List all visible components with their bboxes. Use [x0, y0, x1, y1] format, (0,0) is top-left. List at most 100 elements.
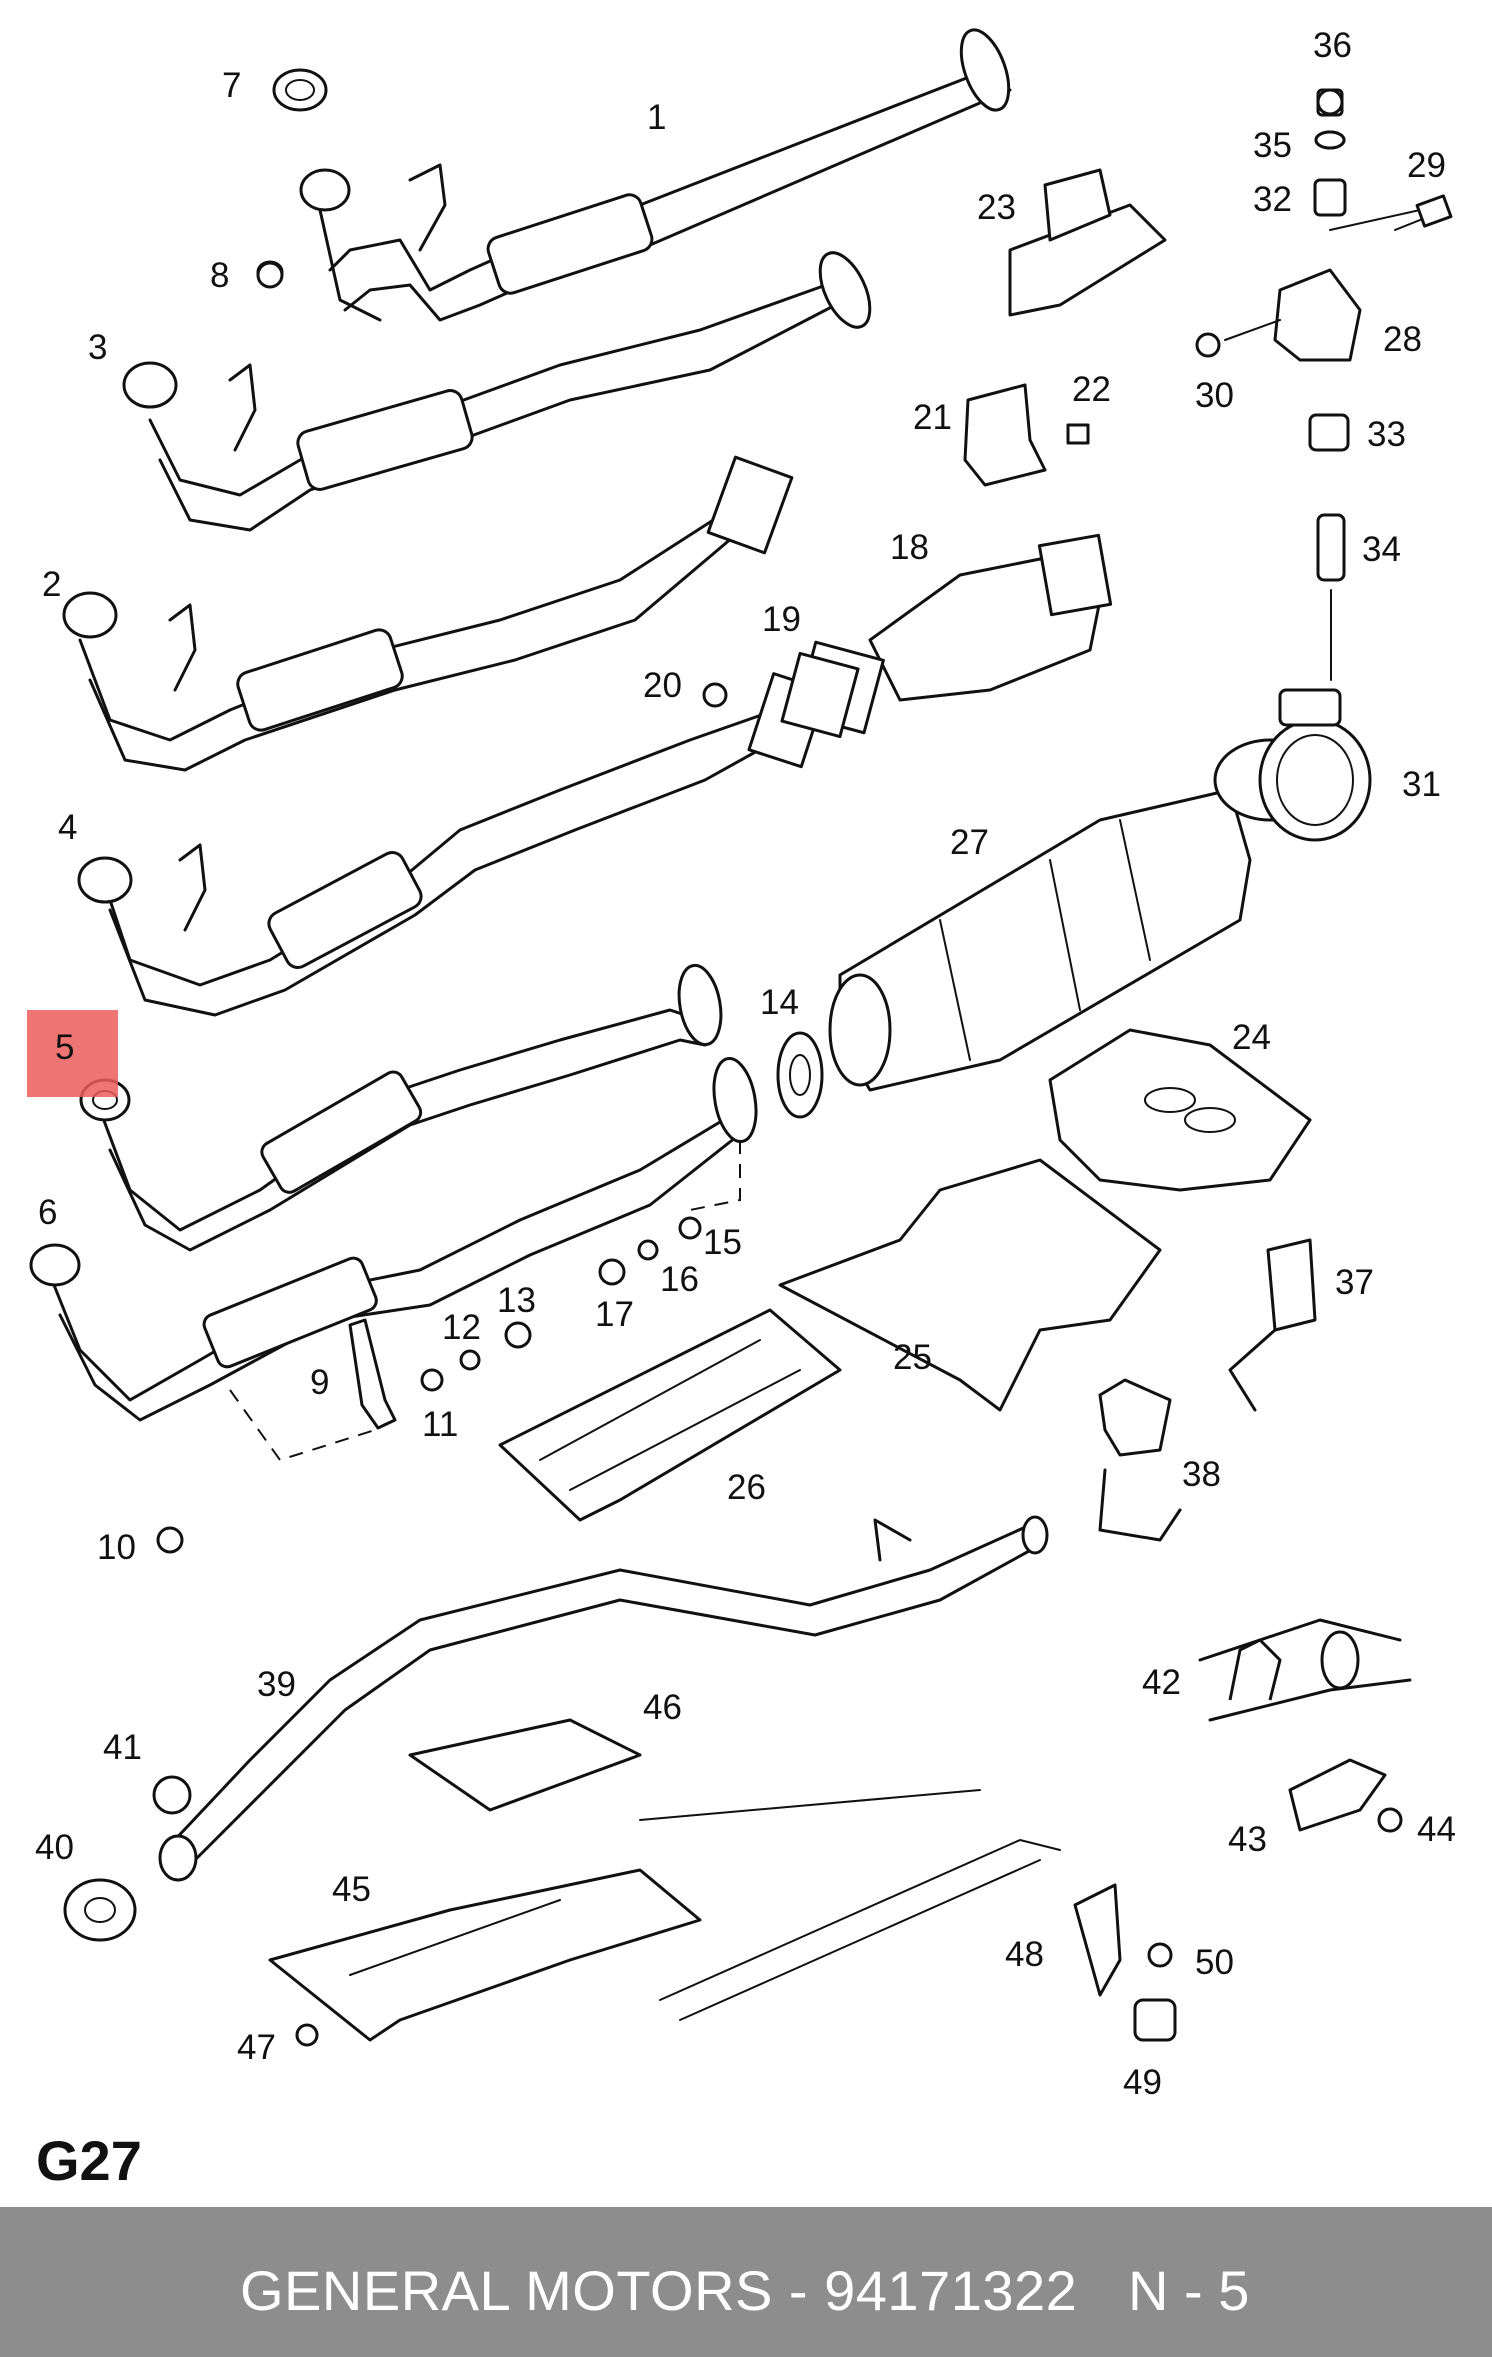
callout-48[interactable]: 48 [1005, 1935, 1044, 1974]
callout-2[interactable]: 2 [42, 565, 62, 604]
part-12-washer [459, 1349, 481, 1371]
callout-38[interactable]: 38 [1182, 1455, 1221, 1494]
part-5-pipe-assembly [79, 963, 723, 1252]
callout-1[interactable]: 1 [647, 98, 667, 137]
callout-24[interactable]: 24 [1232, 1018, 1271, 1057]
callout-36[interactable]: 36 [1313, 26, 1352, 65]
callout-50[interactable]: 50 [1195, 1943, 1234, 1982]
part-30-nut [1195, 332, 1221, 358]
callout-34[interactable]: 34 [1362, 530, 1401, 569]
part-16-washer [637, 1239, 659, 1261]
page-code: G27 [36, 2129, 142, 2192]
footer-reference: N - 5 [1128, 2259, 1250, 2322]
callout-46[interactable]: 46 [643, 1688, 682, 1727]
part-44-nut [1377, 1807, 1403, 1833]
part-9-bracket [229, 1318, 397, 1462]
callout-26[interactable]: 26 [727, 1468, 766, 1507]
part-21-bracket [963, 383, 1047, 487]
callout-13[interactable]: 13 [497, 1281, 536, 1320]
small-fasteners [152, 88, 1403, 2047]
callout-30[interactable]: 30 [1195, 376, 1234, 415]
callout-25[interactable]: 25 [893, 1338, 932, 1377]
part-1-front-pipe [256, 28, 1012, 322]
callout-22[interactable]: 22 [1072, 370, 1111, 409]
callout-31[interactable]: 31 [1402, 765, 1441, 804]
callout-12[interactable]: 12 [442, 1308, 481, 1347]
callout-35[interactable]: 35 [1253, 126, 1292, 165]
part-3-pipe-assembly [122, 251, 872, 532]
part-35-washer [1314, 130, 1346, 150]
part-34-sleeve [1316, 513, 1346, 681]
part-6-pipe-assembly [29, 1056, 758, 1422]
callout-3[interactable]: 3 [88, 328, 108, 367]
callout-7[interactable]: 7 [222, 66, 242, 105]
callout-23[interactable]: 23 [977, 188, 1016, 227]
callout-11[interactable]: 11 [422, 1405, 459, 1444]
callout-6[interactable]: 6 [38, 1193, 58, 1232]
callout-43[interactable]: 43 [1228, 1820, 1267, 1859]
callout-47[interactable]: 47 [237, 2028, 276, 2067]
part-40-seal [63, 1878, 137, 1942]
part-18-catalytic-converter [794, 533, 1113, 735]
callout-5[interactable]: 5 [55, 1028, 75, 1067]
part-39-tail-pipe [158, 1515, 1049, 1882]
part-2-pipe-assembly [62, 455, 794, 772]
callout-49[interactable]: 49 [1123, 2063, 1162, 2102]
part-36-nut [1316, 88, 1344, 116]
part-17-nut [598, 1258, 626, 1286]
part-37-bracket [1228, 1238, 1317, 1412]
callout-29[interactable]: 29 [1407, 146, 1446, 185]
callout-16[interactable]: 16 [660, 1260, 699, 1299]
callout-9[interactable]: 9 [310, 1363, 330, 1402]
callout-5-highlight [27, 1010, 118, 1097]
callout-28[interactable]: 28 [1383, 320, 1422, 359]
callout-21[interactable]: 21 [913, 398, 952, 437]
callout-44[interactable]: 44 [1417, 1810, 1456, 1849]
part-50-bolt [1147, 1942, 1173, 1968]
callout-45[interactable]: 45 [332, 1870, 371, 1909]
part-10-bolt [156, 1526, 184, 1554]
callout-42[interactable]: 42 [1142, 1663, 1181, 1702]
part-19-gasket [780, 651, 860, 739]
part-42-u-clamp [1198, 1618, 1412, 1722]
callout-15[interactable]: 15 [703, 1223, 742, 1262]
part-20-nut [702, 682, 728, 708]
callout-32[interactable]: 32 [1253, 180, 1292, 219]
part-25-heat-shield [778, 1158, 1162, 1412]
exhaust-parts-diagram [29, 28, 1453, 2047]
part-41-nut [152, 1775, 192, 1815]
callout-39[interactable]: 39 [257, 1665, 296, 1704]
callout-20[interactable]: 20 [643, 666, 682, 705]
part-45-heat-shield [268, 1868, 702, 2042]
callout-19[interactable]: 19 [762, 600, 801, 639]
callout-37[interactable]: 37 [1335, 1263, 1374, 1302]
part-26-heat-shield [498, 1308, 842, 1522]
part-23-heat-shield [1008, 168, 1167, 317]
callout-27[interactable]: 27 [950, 823, 989, 862]
part-8-nut [256, 261, 284, 289]
part-31-clamp [1258, 688, 1372, 842]
part-48-heat-shield [639, 1789, 1122, 2021]
part-11-washer [420, 1368, 444, 1392]
part-49-rubber-mount [1133, 1998, 1177, 2042]
callout-17[interactable]: 17 [595, 1295, 634, 1334]
callout-40[interactable]: 40 [35, 1828, 74, 1867]
part-22-bolt [1066, 423, 1090, 445]
part-43-clamp-saddle [1288, 1758, 1387, 1832]
part-46-heat-shield [408, 1718, 642, 1812]
part-14-gasket [776, 1031, 824, 1119]
callout-18[interactable]: 18 [890, 528, 929, 567]
callout-33[interactable]: 33 [1367, 415, 1406, 454]
part-4-pipe-assembly [77, 672, 828, 1017]
part-38-bracket-hanger [1098, 1378, 1182, 1542]
part-13-nut [504, 1321, 532, 1349]
callout-14[interactable]: 14 [760, 983, 799, 1022]
part-28-bracket [1224, 209, 1421, 362]
callout-8[interactable]: 8 [210, 256, 230, 295]
part-15-washer [678, 1216, 702, 1240]
callout-4[interactable]: 4 [58, 808, 78, 847]
part-29-bolt [1394, 194, 1453, 231]
footer-bar [0, 2207, 1492, 2357]
callout-10[interactable]: 10 [97, 1528, 136, 1567]
callout-41[interactable]: 41 [103, 1728, 142, 1767]
